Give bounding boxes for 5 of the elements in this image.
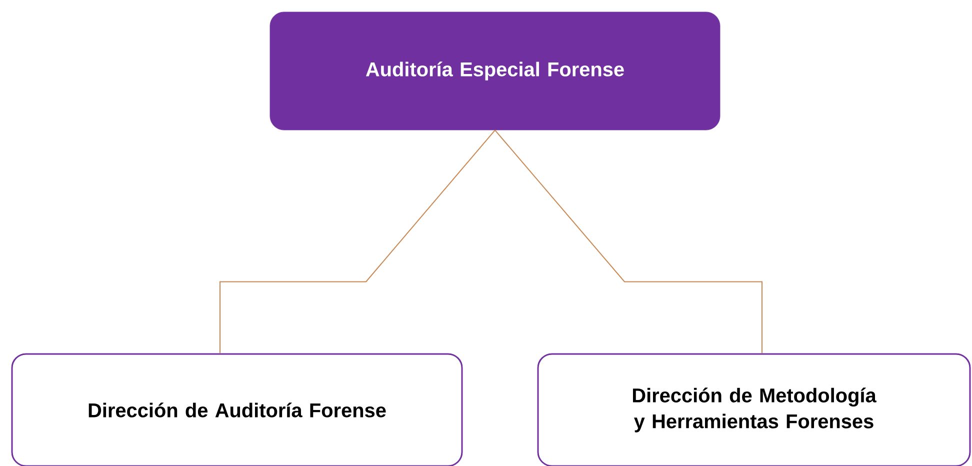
department-box: Dirección de Auditoría Forense [11,353,463,466]
heading-box: Auditoría Especial Forense [270,12,720,130]
department-box: Dirección de Metodología y Herramientas Forenses [537,353,971,466]
connector-line [494,130,762,354]
connector-line [220,130,496,354]
